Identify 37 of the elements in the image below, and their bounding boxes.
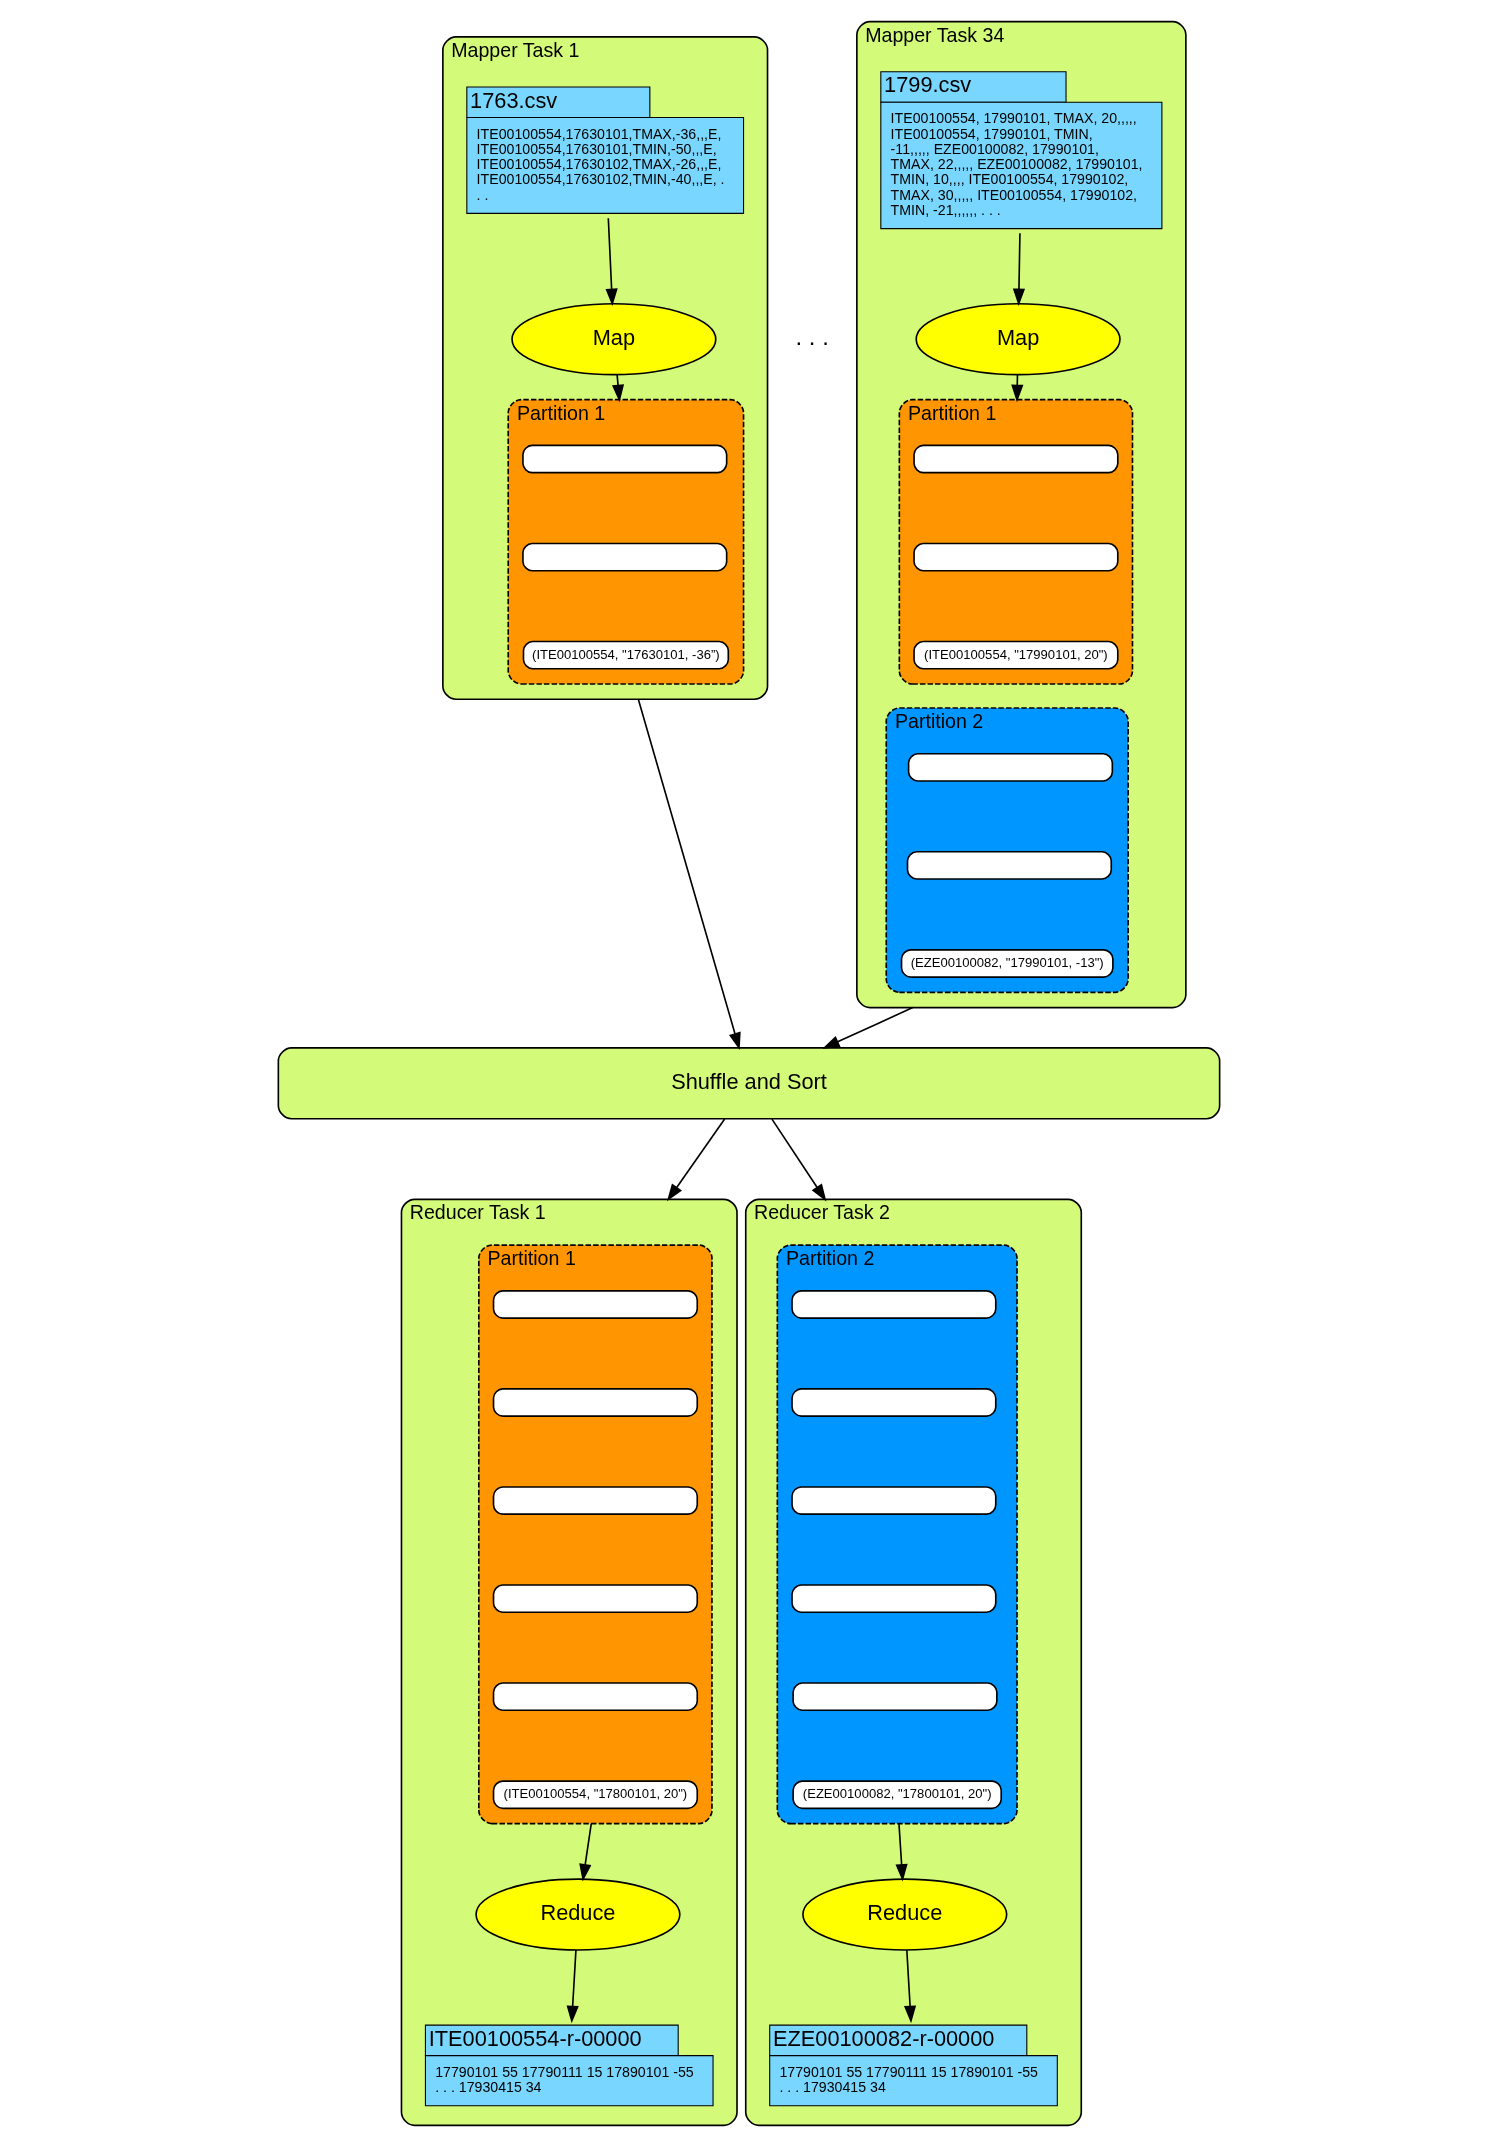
node-box [912,542,1119,572]
node-box [492,1682,698,1712]
label: . . . [795,323,829,351]
node-box: (ITE00100554, "17630101, -36”) [522,640,729,670]
node-box [906,851,1112,880]
arrow [895,1822,908,1882]
node-box [492,1290,698,1319]
node-ellipse: Reduce [801,1878,1007,1951]
node-ellipse: Map [914,303,1121,376]
node-box: (ITE00100554, "17800101, 20") [492,1780,698,1810]
arrow [1012,232,1025,307]
arrow [637,698,741,1050]
arrow [903,1949,916,2024]
node-box: (ITE00100554, "17990101, 20") [912,640,1119,670]
arrow [666,1118,725,1202]
node-box [791,1682,998,1712]
node-box [492,1388,698,1417]
arrow [821,1006,914,1049]
node-box [790,1388,997,1417]
node-box [492,1584,698,1614]
node-box [790,1290,997,1319]
arrow [578,1822,592,1882]
node-box [521,542,727,572]
node-box: Shuffle and Sort [277,1047,1220,1120]
node-box [912,444,1119,474]
node-box [492,1486,698,1515]
arrow [566,1949,579,2024]
node-box [907,752,1113,782]
node-box [790,1584,997,1614]
node-box [790,1486,997,1515]
node-ellipse: Map [510,303,717,376]
node-ellipse: Reduce [474,1878,681,1951]
node-box: (EZE00100082, "17800101, 20") [791,1780,1002,1810]
node-box: (EZE00100082, "17990101, -13") [900,949,1114,978]
node-box [521,444,727,474]
arrow [770,1118,826,1202]
arrow [605,217,618,307]
